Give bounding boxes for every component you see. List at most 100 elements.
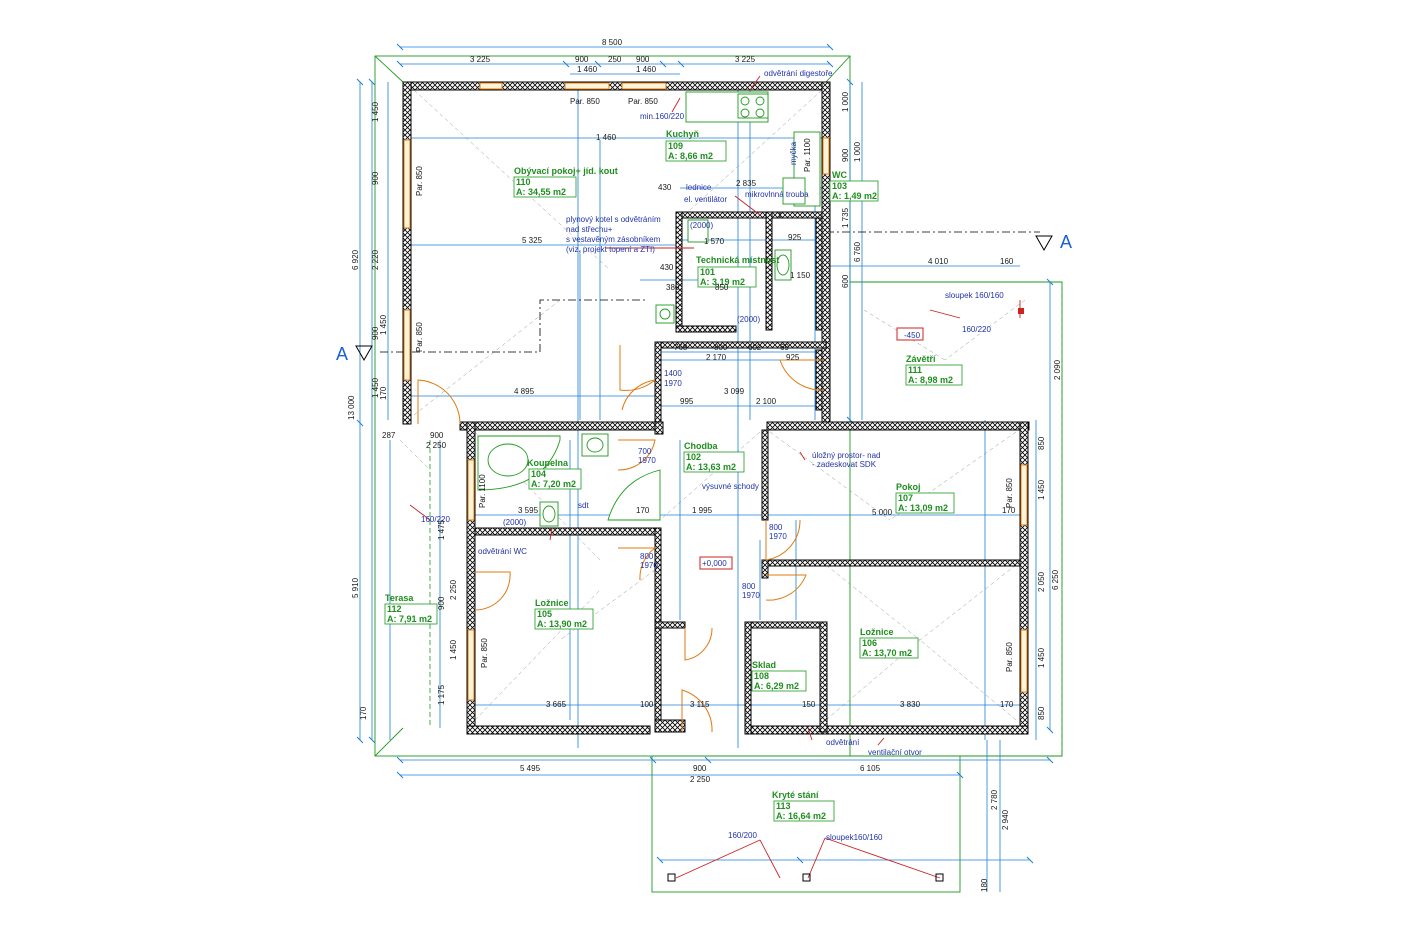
dim-right: 900 bbox=[841, 148, 850, 162]
room-number: 110 bbox=[516, 177, 531, 187]
room-name: Obývací pokoj+ jíd. kout bbox=[514, 166, 618, 176]
room-name: Sklad bbox=[752, 660, 776, 670]
note-2000-b: (2000) bbox=[737, 315, 760, 324]
annotations: odvětrání digestoře min.160/220 lednice … bbox=[415, 69, 1014, 842]
level-zero: +0,000 bbox=[702, 559, 727, 568]
dim-inner: 768 bbox=[674, 343, 688, 352]
room-obyvaci: Obývací pokoj+ jíd. kout 110 A: 34,55 m2 bbox=[513, 166, 618, 198]
dim-inner: 430 bbox=[660, 263, 674, 272]
dim-inner: 1 150 bbox=[790, 271, 811, 280]
leader-lines bbox=[409, 75, 1024, 882]
dimension-lines bbox=[359, 46, 1051, 892]
room-number: 102 bbox=[686, 452, 701, 462]
room-name: Kuchyň bbox=[666, 129, 699, 139]
dim-top-2: 1 460 bbox=[577, 65, 598, 74]
room-name: Kryté stání bbox=[772, 790, 819, 800]
dim-right: 850 bbox=[1037, 706, 1046, 720]
room-loznice-106: Ložnice 106 A: 13,70 m2 bbox=[859, 627, 919, 659]
room-name: Chodba bbox=[684, 441, 718, 451]
dim-inner: 4 010 bbox=[928, 257, 949, 266]
note-odvetrani-wc: odvětrání WC bbox=[478, 547, 527, 556]
note-sloupek-2: sloupek160/160 bbox=[826, 833, 883, 842]
dim-inner: 995 bbox=[680, 397, 694, 406]
dim-inner: 925 bbox=[788, 233, 802, 242]
dim-top: 900 bbox=[575, 55, 589, 64]
dim-right: 1 000 bbox=[853, 141, 862, 162]
room-area: A: 8,98 m2 bbox=[908, 375, 953, 385]
dim-bottom: 6 105 bbox=[860, 764, 881, 773]
dim-inner: 1 460 bbox=[596, 133, 617, 142]
note-2000-c: (2000) bbox=[503, 518, 526, 527]
dim-right: 2 050 bbox=[1037, 571, 1046, 592]
note-lednice: lednice bbox=[686, 183, 712, 192]
note-2000-a: (2000) bbox=[690, 221, 713, 230]
room-number: 112 bbox=[387, 604, 402, 614]
door-1970: 1970 bbox=[664, 379, 682, 388]
dimension-ticks bbox=[356, 43, 1054, 864]
door-800-c: 800 bbox=[769, 523, 783, 532]
room-zavetri: Závětří 111 A: 8,98 m2 bbox=[905, 354, 963, 386]
door-1970-d: 1970 bbox=[742, 591, 760, 600]
dim-right: 2 780 bbox=[990, 789, 999, 810]
dim-inner: 4 895 bbox=[514, 387, 535, 396]
room-number: 111 bbox=[908, 365, 922, 375]
dim-inner: 287 bbox=[382, 431, 396, 440]
room-name: Ložnice bbox=[860, 627, 894, 637]
room-name: Koupelna bbox=[527, 458, 569, 468]
room-area: A: 7,91 m2 bbox=[387, 614, 432, 624]
windows bbox=[403, 82, 1028, 701]
room-name: Závětří bbox=[906, 354, 936, 364]
dim-bottom-2: 2 250 bbox=[690, 775, 711, 784]
section-label-right: A bbox=[1060, 232, 1072, 252]
note-par-1100: Par. 1100 bbox=[478, 474, 487, 508]
dim-right: 6 250 bbox=[1051, 569, 1060, 590]
room-name: Ložnice bbox=[535, 598, 569, 608]
dim-inner: 602 bbox=[748, 343, 762, 352]
note-par-850-1: Par. 850 bbox=[628, 97, 658, 106]
dim-top: 250 bbox=[608, 55, 622, 64]
dim-inner: 150 bbox=[802, 700, 816, 709]
dim-right: 1 450 bbox=[1037, 647, 1046, 668]
dim-left-small: 1 450 bbox=[371, 377, 380, 398]
note-kotel-2: nad střechu+ bbox=[566, 225, 613, 234]
dim-left-small: 1 475 bbox=[437, 519, 446, 540]
room-number: 108 bbox=[754, 671, 769, 681]
note-ventilator: el. ventilátor bbox=[684, 195, 727, 204]
dim-left-small: 900 bbox=[371, 171, 380, 185]
dim-bottom: 900 bbox=[693, 764, 707, 773]
note-kotel-4: (viz. projekt topení a ZTI) bbox=[566, 245, 655, 254]
dim-left-small: 170 bbox=[379, 386, 388, 400]
dim-inner: 380 bbox=[666, 283, 680, 292]
room-name: Terasa bbox=[385, 593, 414, 603]
room-number: 106 bbox=[862, 638, 877, 648]
room-loznice-105: Ložnice 105 A: 13,90 m2 bbox=[534, 598, 594, 630]
dim-left: 6 920 bbox=[351, 249, 360, 270]
door-1970-c: 1970 bbox=[640, 561, 658, 570]
dim-inner: 69 bbox=[780, 343, 789, 352]
note-kotel-1: plynový kotel s odvětráním bbox=[566, 215, 661, 224]
room-number: 101 bbox=[700, 267, 715, 277]
note-par-850-2: Par. 850 bbox=[570, 97, 600, 106]
dim-inner: 5 325 bbox=[522, 236, 543, 245]
room-area: A: 6,29 m2 bbox=[754, 681, 799, 691]
dim-inner: 2 100 bbox=[756, 397, 777, 406]
dim-inner: 3 595 bbox=[518, 506, 539, 515]
room-koupelna: Koupelna 104 A: 7,20 m2 bbox=[527, 458, 582, 490]
fixtures bbox=[477, 91, 821, 527]
room-pokoj: Pokoj 107 A: 13,09 m2 bbox=[895, 482, 955, 514]
room-area: A: 8,66 m2 bbox=[668, 151, 713, 161]
dimension-texts: 8 500 3 225 900 250 900 3 225 1 460 1 46… bbox=[347, 38, 1062, 892]
walls bbox=[402, 81, 1030, 735]
room-kuchyn: Kuchyň 109 A: 8,66 m2 bbox=[665, 129, 727, 162]
dim-right: 2 090 bbox=[1053, 359, 1062, 380]
dim-inner: 3 830 bbox=[900, 700, 921, 709]
dim-top: 3 225 bbox=[470, 55, 491, 64]
room-wc: WC 103 A: 1,49 m2 bbox=[829, 170, 879, 202]
roof-diagonals bbox=[399, 89, 1026, 721]
dim-inner: 170 bbox=[1002, 506, 1016, 515]
room-chodba: Chodba 102 A: 13,63 m2 bbox=[683, 441, 745, 473]
room-area: A: 13,90 m2 bbox=[537, 619, 587, 629]
section-line bbox=[355, 231, 1053, 362]
room-area: A: 1,49 m2 bbox=[832, 191, 877, 201]
